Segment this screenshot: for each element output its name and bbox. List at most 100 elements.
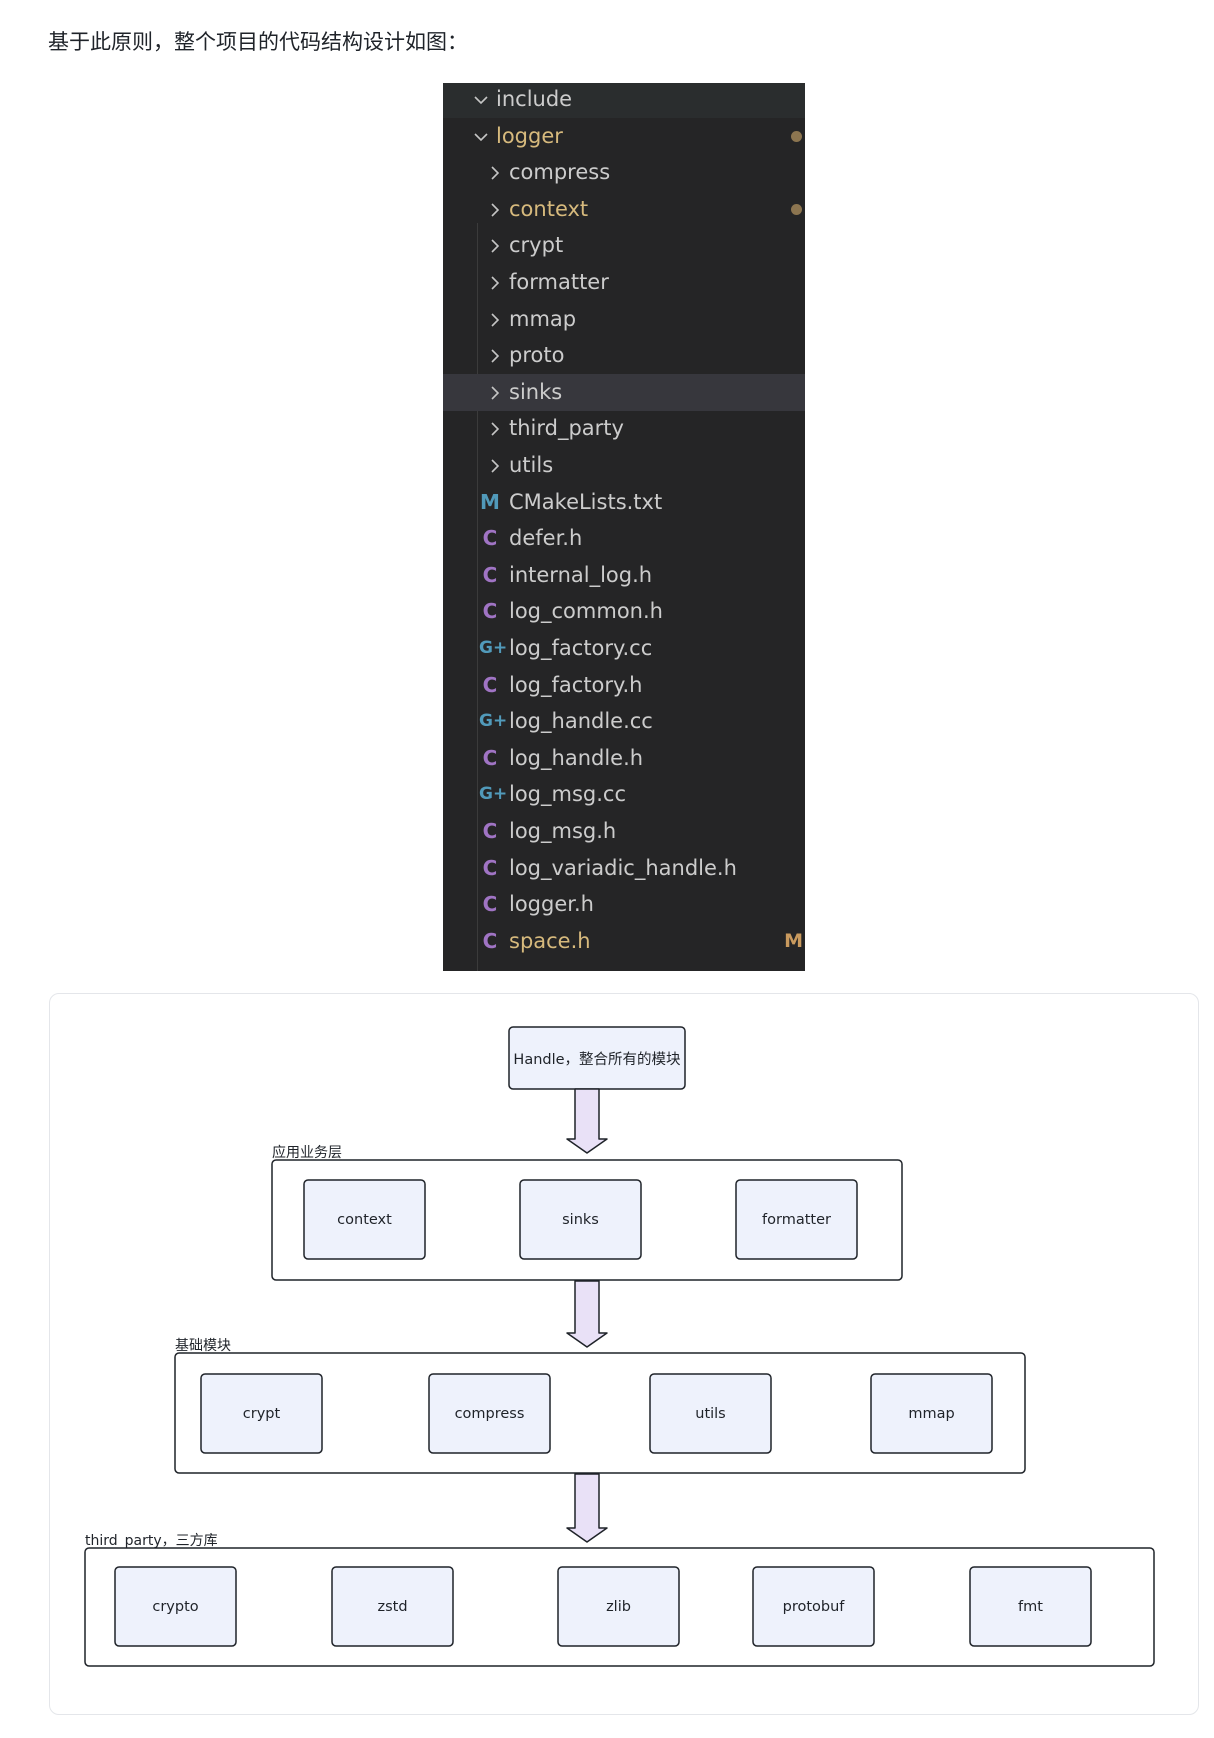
cmake-file-icon: M bbox=[480, 489, 500, 514]
module-box bbox=[870, 1373, 993, 1454]
cpp-file-icon: G+ bbox=[479, 784, 508, 805]
chevron-right-icon[interactable] bbox=[485, 301, 505, 338]
explorer-item-label: mmap bbox=[509, 306, 577, 331]
module-box bbox=[428, 1373, 551, 1454]
file-item-log-factory-cc[interactable]: G+log_factory.cc bbox=[443, 630, 805, 667]
chevron-right-icon[interactable] bbox=[485, 447, 505, 484]
folder-item-formatter[interactable]: formatter bbox=[443, 264, 805, 301]
modified-dot-icon bbox=[791, 130, 802, 142]
modified-dot-icon bbox=[791, 203, 802, 215]
explorer-item-label: utils bbox=[509, 453, 554, 477]
explorer-item-label: log_msg.h bbox=[509, 819, 617, 843]
module-box-label: context bbox=[337, 1211, 392, 1228]
module-box bbox=[752, 1566, 875, 1647]
explorer-item-label: include bbox=[496, 87, 573, 111]
chevron-right-icon[interactable] bbox=[485, 374, 505, 411]
module-box-label: mmap bbox=[908, 1405, 955, 1422]
file-item-log-handle-cc[interactable]: G+log_handle.cc bbox=[443, 703, 805, 740]
explorer-item-label: formatter bbox=[509, 270, 609, 294]
folder-item-mmap[interactable]: mmap bbox=[443, 301, 805, 338]
folder-item-sinks[interactable]: sinks bbox=[443, 373, 805, 411]
layer-title: third_party，三方库 bbox=[85, 1533, 218, 1549]
module-box bbox=[519, 1179, 642, 1260]
module-box bbox=[114, 1566, 237, 1647]
explorer-item-label: crypt bbox=[509, 233, 564, 258]
explorer-item-label: log_common.h bbox=[509, 599, 663, 624]
git-modified-badge: M bbox=[784, 929, 803, 952]
module-box-label: protobuf bbox=[782, 1598, 845, 1615]
c-file-icon: C bbox=[482, 526, 498, 551]
chevron-right-icon[interactable] bbox=[485, 264, 505, 301]
c-file-icon: C bbox=[482, 672, 498, 697]
module-box-label: formatter bbox=[762, 1211, 831, 1228]
indent-guide bbox=[477, 223, 478, 971]
file-explorer: include logger compress context crypt formatt… bbox=[443, 83, 805, 971]
down-arrow bbox=[566, 1088, 608, 1154]
chevron-right-icon[interactable] bbox=[485, 227, 505, 264]
module-box bbox=[649, 1373, 772, 1454]
module-box bbox=[969, 1566, 1092, 1647]
explorer-item-label: internal_log.h bbox=[509, 562, 653, 587]
chevron-right-icon[interactable] bbox=[485, 337, 505, 374]
folder-item-third-party[interactable]: third_party bbox=[443, 410, 805, 447]
folder-item-logger[interactable]: logger bbox=[443, 118, 805, 155]
module-box bbox=[557, 1566, 680, 1647]
explorer-item-label: log_factory.cc bbox=[509, 636, 653, 660]
folder-item-compress[interactable]: compress bbox=[443, 154, 805, 191]
handle-box-label: Handle，整合所有的模块 bbox=[513, 1051, 681, 1068]
module-box bbox=[200, 1373, 323, 1454]
explorer-item-label: defer.h bbox=[509, 526, 583, 551]
explorer-item-label: logger bbox=[496, 123, 563, 148]
chevron-down-icon[interactable] bbox=[471, 118, 491, 155]
explorer-item-label: log_handle.cc bbox=[509, 709, 653, 734]
c-file-icon: C bbox=[482, 892, 498, 917]
module-box-label: utils bbox=[695, 1405, 726, 1422]
down-arrow bbox=[566, 1280, 608, 1348]
chevron-down-icon[interactable] bbox=[471, 83, 491, 118]
c-file-icon: C bbox=[482, 745, 498, 770]
folder-item-crypt[interactable]: crypt bbox=[443, 227, 805, 264]
c-file-icon: C bbox=[482, 855, 498, 880]
module-box bbox=[735, 1179, 858, 1260]
c-file-icon: C bbox=[482, 599, 498, 624]
layer-title: 应用业务层 bbox=[272, 1145, 342, 1161]
c-file-icon: C bbox=[482, 819, 498, 843]
layer-container bbox=[174, 1352, 1026, 1474]
chevron-right-icon[interactable] bbox=[485, 154, 505, 191]
diagram-canvas bbox=[84, 1026, 1155, 1667]
module-box-label: crypto bbox=[152, 1598, 199, 1615]
chevron-right-icon[interactable] bbox=[485, 410, 505, 447]
file-item-log-msg-cc[interactable]: G+log_msg.cc bbox=[443, 776, 805, 813]
module-box-label: crypt bbox=[242, 1405, 281, 1422]
explorer-item-label: sinks bbox=[509, 379, 563, 404]
c-file-icon: C bbox=[482, 928, 498, 953]
explorer-item-label: space.h bbox=[509, 928, 591, 953]
explorer-item-label: compress bbox=[509, 160, 611, 185]
explorer-item-label: proto bbox=[509, 343, 565, 368]
folder-item-proto[interactable]: proto bbox=[443, 337, 805, 374]
module-box-label: compress bbox=[454, 1405, 525, 1422]
folder-item-include[interactable]: include bbox=[443, 83, 805, 118]
module-box-label: zlib bbox=[606, 1598, 631, 1615]
explorer-item-label: log_msg.cc bbox=[509, 782, 627, 807]
explorer-item-label: log_variadic_handle.h bbox=[509, 855, 737, 880]
module-box-label: fmt bbox=[1018, 1598, 1043, 1615]
explorer-item-label: log_handle.h bbox=[509, 745, 644, 770]
cpp-file-icon: G+ bbox=[479, 711, 508, 732]
folder-item-utils[interactable]: utils bbox=[443, 447, 805, 484]
down-arrow bbox=[566, 1473, 608, 1543]
chevron-right-icon[interactable] bbox=[485, 191, 505, 228]
folder-item-context[interactable]: context bbox=[443, 191, 805, 228]
explorer-item-label: context bbox=[509, 196, 589, 221]
